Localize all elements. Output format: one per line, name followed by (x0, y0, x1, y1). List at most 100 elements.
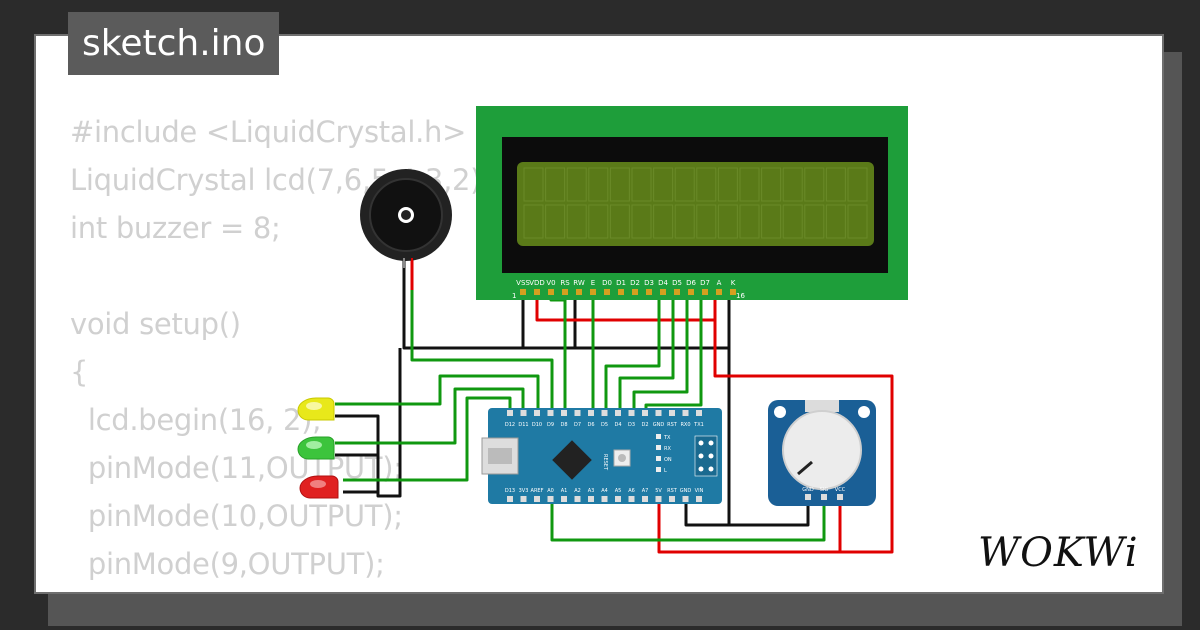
pot-pin-label: VCC (835, 487, 846, 493)
lcd-pin-label: D5 (672, 279, 682, 287)
lcd-char-cell (717, 167, 738, 202)
wire-pot-gnd (727, 348, 810, 527)
lcd-char-cell (804, 204, 825, 239)
nano-led-label: RX (664, 446, 671, 452)
lcd-pin (702, 289, 708, 295)
nano-reset-label: RESET (602, 454, 608, 471)
nano-pin-label: D7 (574, 422, 581, 428)
nano-pin (601, 496, 608, 502)
nano-pin-label: RST (667, 488, 678, 494)
lcd-char-cell (588, 167, 609, 202)
nano-pin-label: A4 (601, 488, 608, 494)
lcd-pin (632, 289, 638, 295)
nano-pin-label: D4 (614, 422, 621, 428)
nano-pin-label: GND (653, 422, 665, 428)
nano-pin (520, 496, 527, 502)
nano-pin (642, 410, 648, 416)
buzzer (360, 169, 452, 268)
nano-pin-label: RST (667, 422, 678, 428)
nano-pin (628, 410, 635, 416)
nano-pin-label: D11 (518, 422, 528, 428)
nano-pin (561, 496, 567, 502)
wire-buzzer-gnd (402, 255, 523, 350)
nano-pin (588, 496, 594, 502)
nano-pin-label: TX1 (693, 422, 704, 428)
lcd-char-cell (631, 204, 652, 239)
pot-pin (821, 494, 827, 500)
wokwi-logo-text: WOKWi (978, 530, 1139, 576)
lcd-pin (716, 289, 722, 295)
led-green (297, 436, 335, 460)
pot-housing (805, 400, 839, 412)
wire-lcd-gnd-bus (521, 290, 731, 350)
nano-led-label: ON (664, 457, 672, 463)
pot-pin (805, 494, 811, 500)
nano-led (656, 445, 661, 450)
led-yellow (297, 397, 335, 421)
wire-d4-d5 (604, 290, 661, 410)
nano-pin-label: D5 (601, 422, 608, 428)
lcd-pin-label: D0 (602, 279, 612, 287)
nano-led (656, 456, 661, 461)
wire-led1-d11 (335, 374, 540, 410)
nano-led (656, 467, 661, 472)
lcd-char-grid (523, 167, 868, 239)
lcd-char-cell (523, 204, 544, 239)
nano-pin (574, 410, 581, 416)
lcd-char-cell (653, 204, 674, 239)
pot-knob[interactable] (782, 410, 862, 490)
lcd-char-cell (739, 167, 760, 202)
file-tab[interactable]: sketch.ino (68, 12, 280, 75)
lcd-char-cell (761, 204, 782, 239)
nano-pin-label: D13 (505, 488, 515, 494)
nano-pin (682, 496, 689, 502)
nano-pin-label: A5 (615, 488, 622, 494)
wire-pot-vcc (713, 320, 894, 554)
pot-pin (837, 494, 843, 500)
nano-pin-label: A6 (628, 488, 635, 494)
lcd-pin (674, 289, 680, 295)
nano-pin-label: D8 (560, 422, 567, 428)
nano-pin (696, 410, 702, 416)
lcd-char-cell (545, 204, 566, 239)
lcd-char-cell (717, 204, 738, 239)
lcd-pin (548, 289, 554, 295)
wire-led2-d10 (335, 387, 525, 445)
lcd-char-cell (804, 167, 825, 202)
lcd-pin (520, 289, 526, 295)
lcd-pin-label: V0 (546, 279, 555, 287)
wire-led3-d9 (343, 396, 512, 482)
nano-pin (534, 496, 540, 502)
lcd-pin (618, 289, 624, 295)
nano-pin (655, 496, 662, 502)
lcd-pin-label: D2 (630, 279, 640, 287)
pot-pin-label: GND (802, 487, 814, 493)
lcd-pin-label: D4 (658, 279, 668, 287)
lcd-char-cell (609, 204, 630, 239)
lcd-char-cell (696, 167, 717, 202)
nano-pcb (488, 408, 722, 504)
lcd-char-cell (674, 167, 695, 202)
code-line: pinMode(9,OUTPUT); (70, 547, 385, 581)
nano-led-label: L (664, 468, 667, 474)
lcd-pin-last-number: 16 (736, 292, 745, 300)
lcd-pin (576, 289, 582, 295)
wire-nano-5v (657, 498, 840, 554)
nano-led (656, 434, 661, 439)
nano-pin (669, 410, 675, 416)
lcd-char-cell (566, 167, 587, 202)
wire-nano-gnd (684, 498, 729, 527)
nano-pin-label: RX0 (680, 422, 690, 428)
nano-pin (507, 496, 513, 502)
lcd-char-cell (523, 167, 544, 202)
lcd-pin-label: A (717, 279, 722, 287)
lcd-pin-label: D1 (616, 279, 626, 287)
nano-pin-label: A7 (642, 488, 649, 494)
wire-buzzer-d8 (410, 290, 554, 410)
nano-pin (628, 496, 635, 502)
pot-knob-indicator (797, 460, 813, 476)
